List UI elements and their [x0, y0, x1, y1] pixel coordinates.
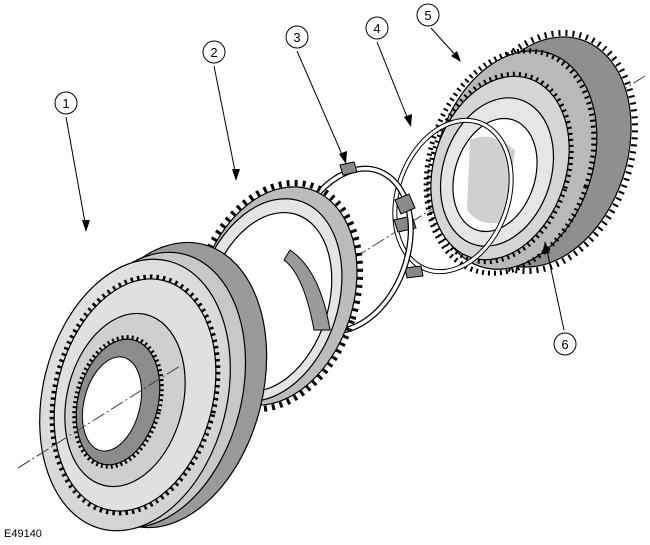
gear-wheel [423, 29, 639, 276]
callout-2: 2 [202, 40, 240, 181]
callout-label-3: 3 [293, 30, 300, 45]
callout-label-1: 1 [62, 96, 69, 111]
axis-front-segment [17, 365, 181, 469]
figure-id-label: E49140 [4, 528, 42, 540]
callout-4: 4 [365, 16, 412, 127]
callout-6: 6 [542, 241, 577, 356]
callout-3: 3 [285, 25, 347, 164]
synchronizer-sleeve-hub [39, 241, 268, 532]
callout-label-4: 4 [373, 21, 380, 36]
callout-1: 1 [54, 91, 90, 232]
callout-label-5: 5 [424, 8, 431, 23]
callout-label-6: 6 [561, 337, 568, 352]
callout-label-2: 2 [210, 45, 217, 60]
callout-5: 5 [416, 3, 461, 62]
